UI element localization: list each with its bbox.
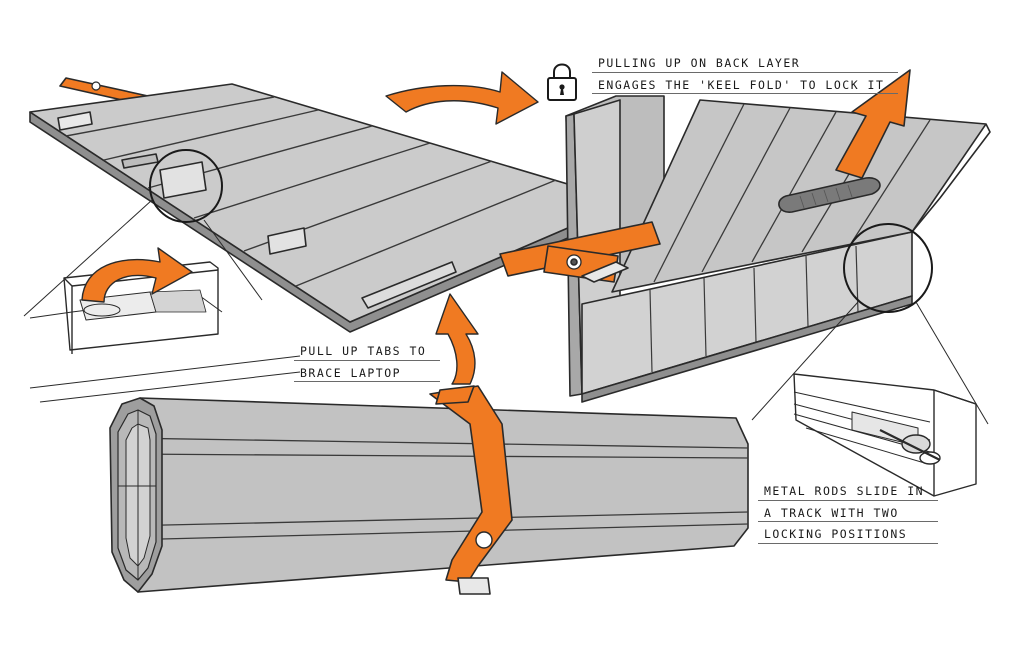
- note-pull-tabs-line-1: PULL UP TABS TO: [300, 346, 426, 361]
- note-metal-rods-line-3: LOCKING POSITIONS: [764, 529, 924, 544]
- note-keel-fold-line-2: ENGAGES THE 'KEEL FOLD' TO LOCK IT: [598, 80, 884, 95]
- note-keel-fold-line-1: PULLING UP ON BACK LAYER: [598, 58, 884, 73]
- rod-track-detail: [794, 374, 976, 496]
- note-metal-rods-line-1: METAL RODS SLIDE IN: [764, 486, 924, 501]
- note-metal-rods: METAL RODS SLIDE IN A TRACK WITH TWO LOC…: [764, 486, 924, 551]
- transform-arrow-top: [386, 72, 538, 124]
- laptop-stand: [500, 70, 990, 402]
- rolled-mat: [110, 386, 748, 594]
- transform-arrow-middle: [436, 294, 478, 384]
- tab-detail: [30, 248, 222, 354]
- note-pull-tabs: PULL UP TABS TO BRACE LAPTOP: [300, 346, 426, 389]
- note-metal-rods-line-2: A TRACK WITH TWO: [764, 508, 924, 523]
- note-keel-fold: PULLING UP ON BACK LAYER ENGAGES THE 'KE…: [598, 58, 884, 101]
- padlock-icon: [548, 65, 576, 101]
- note-pull-tabs-line-2: BRACE LAPTOP: [300, 368, 426, 383]
